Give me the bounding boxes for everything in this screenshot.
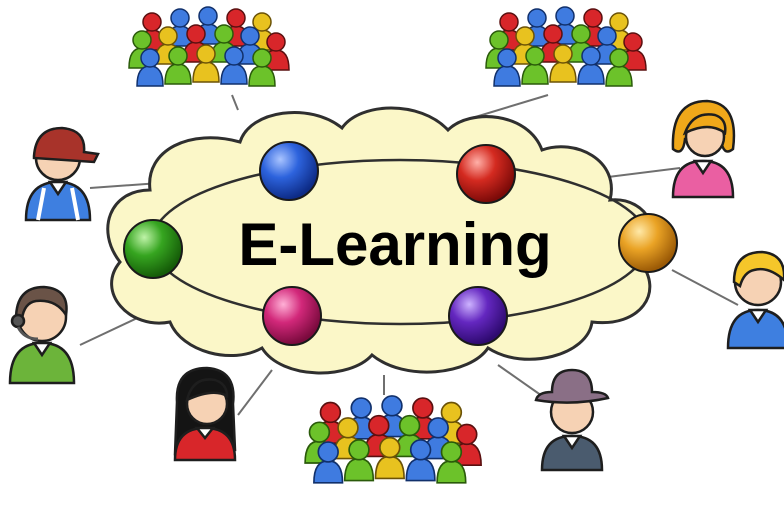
connector-line [231,94,239,111]
node-blue [259,141,319,201]
people-group-icon [305,396,481,483]
title-text: E-Learning [238,211,551,278]
connector-line [471,94,549,119]
connector-line [497,364,546,399]
node-red [456,144,516,204]
node-orange [618,213,678,273]
person-cap-icon [24,126,100,222]
connector-line [671,269,739,306]
people-group-icon [486,7,646,86]
person-bob-hair-icon [671,99,736,199]
node-pink [262,286,322,346]
person-blonde-icon [726,250,784,350]
person-headset-icon [8,285,76,385]
person-hat-icon [534,368,610,472]
network-nodes [123,141,678,346]
connector-line [599,167,681,179]
node-purple [448,286,508,346]
connector-lines [79,94,739,416]
connector-line [237,369,273,416]
person-long-hair-icon [173,366,237,462]
node-green [123,219,183,279]
people-group-icon [129,7,289,86]
